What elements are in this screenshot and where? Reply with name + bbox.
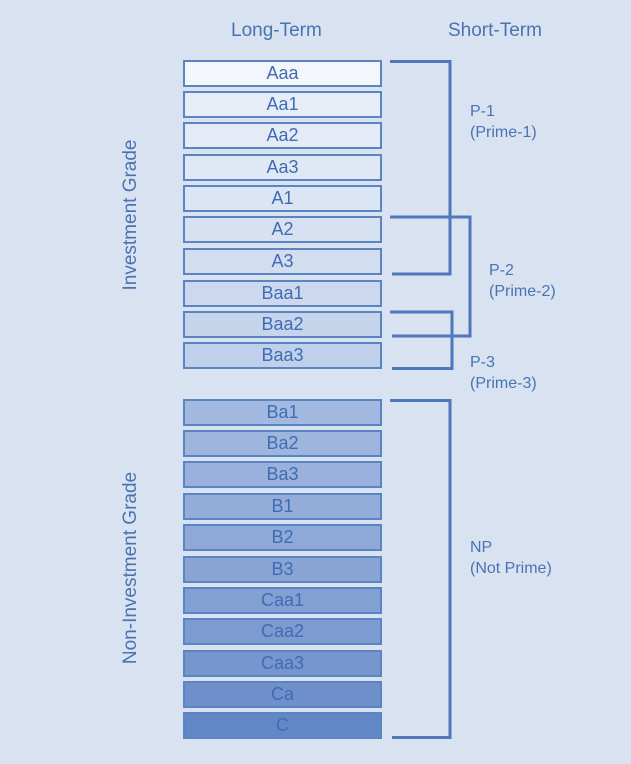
rating-c: C (183, 712, 382, 739)
rating-aa3: Aa3 (183, 154, 382, 181)
rating-caa3: Caa3 (183, 650, 382, 677)
rating-baa3: Baa3 (183, 342, 382, 369)
rating-ca: Ca (183, 681, 382, 708)
long-term-header: Long-Term (231, 20, 322, 41)
rating-caa1: Caa1 (183, 587, 382, 614)
rating-a2: A2 (183, 216, 382, 243)
np-label: NP (Not Prime) (470, 537, 552, 579)
p2-label: P-2 (Prime-2) (489, 260, 556, 302)
rating-b3: B3 (183, 556, 382, 583)
rating-aa2: Aa2 (183, 122, 382, 149)
p1-bracket (390, 60, 452, 276)
p1-label: P-1 (Prime-1) (470, 101, 537, 143)
p2-code: P-2 (489, 262, 514, 279)
rating-baa2: Baa2 (183, 311, 382, 338)
p2-name: (Prime-2) (489, 283, 556, 300)
rating-b1: B1 (183, 493, 382, 520)
p3-bracket (390, 310, 454, 370)
rating-baa1: Baa1 (183, 280, 382, 307)
rating-aa1: Aa1 (183, 91, 382, 118)
p2-bracket (390, 215, 472, 338)
np-code: NP (470, 539, 493, 556)
rating-ba3: Ba3 (183, 461, 382, 488)
short-term-header: Short-Term (448, 20, 542, 41)
rating-aaa: Aaa (183, 60, 382, 87)
p3-label: P-3 (Prime-3) (470, 352, 537, 394)
rating-ba2: Ba2 (183, 430, 382, 457)
np-bracket (390, 399, 452, 739)
p3-code: P-3 (470, 354, 495, 371)
p1-name: (Prime-1) (470, 124, 537, 141)
rating-a3: A3 (183, 248, 382, 275)
p1-code: P-1 (470, 103, 495, 120)
rating-ba1: Ba1 (183, 399, 382, 426)
np-name: (Not Prime) (470, 560, 552, 577)
rating-b2: B2 (183, 524, 382, 551)
rating-a1: A1 (183, 185, 382, 212)
rating-caa2: Caa2 (183, 618, 382, 645)
p3-name: (Prime-3) (470, 375, 537, 392)
